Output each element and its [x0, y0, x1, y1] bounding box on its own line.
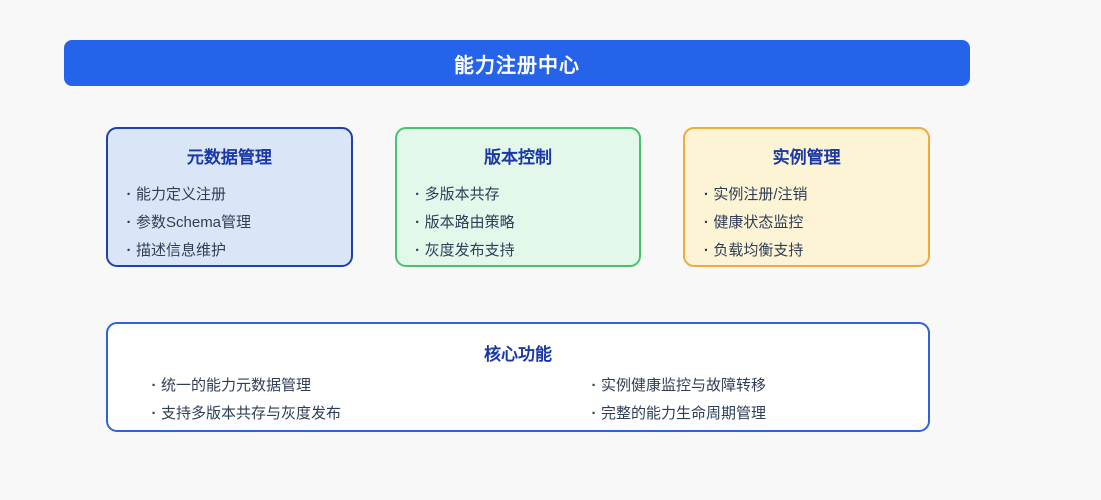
core-functions-title: 核心功能: [484, 345, 552, 364]
bullet-icon: ·: [151, 405, 157, 422]
list-item-text: 统一的能力元数据管理: [161, 377, 312, 394]
page-title: 能力注册中心: [454, 54, 580, 77]
bullet-icon: ·: [126, 214, 132, 231]
bullet-icon: ·: [126, 186, 132, 203]
list-item-text: 实例注册/注销: [713, 186, 808, 203]
bullet-icon: ·: [591, 405, 597, 422]
card-item-list: ·能力定义注册 ·参数Schema管理 ·描述信息维护: [122, 181, 337, 265]
list-item-text: 完整的能力生命周期管理: [601, 405, 767, 422]
list-item: ·完整的能力生命周期管理: [587, 400, 928, 428]
list-item-text: 支持多版本共存与灰度发布: [161, 405, 342, 422]
list-item: ·实例注册/注销: [699, 181, 914, 209]
card-metadata-management: 元数据管理 ·能力定义注册 ·参数Schema管理 ·描述信息维护: [106, 127, 353, 267]
bullet-icon: ·: [126, 242, 132, 259]
list-item: ·描述信息维护: [122, 237, 337, 265]
list-item: ·健康状态监控: [699, 209, 914, 237]
bullet-icon: ·: [703, 242, 709, 259]
bullet-icon: ·: [415, 186, 421, 203]
bullet-icon: ·: [415, 214, 421, 231]
core-left-column: ·统一的能力元数据管理 ·支持多版本共存与灰度发布: [147, 372, 587, 428]
card-instance-management: 实例管理 ·实例注册/注销 ·健康状态监控 ·负载均衡支持: [683, 127, 931, 267]
card-item-list: ·多版本共存 ·版本路由策略 ·灰度发布支持: [411, 181, 626, 265]
list-item: ·支持多版本共存与灰度发布: [147, 400, 587, 428]
bullet-icon: ·: [151, 377, 157, 394]
feature-cards-row: 元数据管理 ·能力定义注册 ·参数Schema管理 ·描述信息维护 版本控制 ·…: [106, 127, 931, 267]
list-item: ·负载均衡支持: [699, 237, 914, 265]
card-title: 实例管理: [772, 148, 841, 167]
list-item-text: 版本路由策略: [424, 214, 515, 231]
list-item-text: 健康状态监控: [713, 214, 804, 231]
card-title: 元数据管理: [186, 148, 272, 167]
card-item-list: ·实例注册/注销 ·健康状态监控 ·负载均衡支持: [699, 181, 914, 265]
list-item: ·统一的能力元数据管理: [147, 372, 587, 400]
list-item: ·参数Schema管理: [122, 209, 337, 237]
list-item-text: 参数Schema管理: [136, 214, 252, 231]
list-item-text: 多版本共存: [424, 186, 500, 203]
bullet-icon: ·: [703, 186, 709, 203]
list-item-text: 能力定义注册: [136, 186, 227, 203]
core-functions-panel: 核心功能 ·统一的能力元数据管理 ·支持多版本共存与灰度发布 ·实例健康监控与故…: [106, 322, 930, 432]
header-banner: 能力注册中心: [64, 40, 970, 86]
list-item: ·灰度发布支持: [411, 237, 626, 265]
bullet-icon: ·: [703, 214, 709, 231]
list-item: ·版本路由策略: [411, 209, 626, 237]
bullet-icon: ·: [415, 242, 421, 259]
card-title: 版本控制: [484, 148, 552, 167]
bullet-icon: ·: [591, 377, 597, 394]
list-item-text: 负载均衡支持: [713, 242, 804, 259]
list-item-text: 灰度发布支持: [424, 242, 515, 259]
core-right-column: ·实例健康监控与故障转移 ·完整的能力生命周期管理: [587, 372, 928, 428]
list-item: ·多版本共存: [411, 181, 626, 209]
card-version-control: 版本控制 ·多版本共存 ·版本路由策略 ·灰度发布支持: [394, 127, 642, 267]
list-item: ·实例健康监控与故障转移: [587, 372, 928, 400]
core-functions-grid: ·统一的能力元数据管理 ·支持多版本共存与灰度发布 ·实例健康监控与故障转移 ·…: [108, 372, 928, 428]
list-item-text: 实例健康监控与故障转移: [601, 377, 767, 394]
list-item: ·能力定义注册: [122, 181, 337, 209]
list-item-text: 描述信息维护: [136, 242, 227, 259]
